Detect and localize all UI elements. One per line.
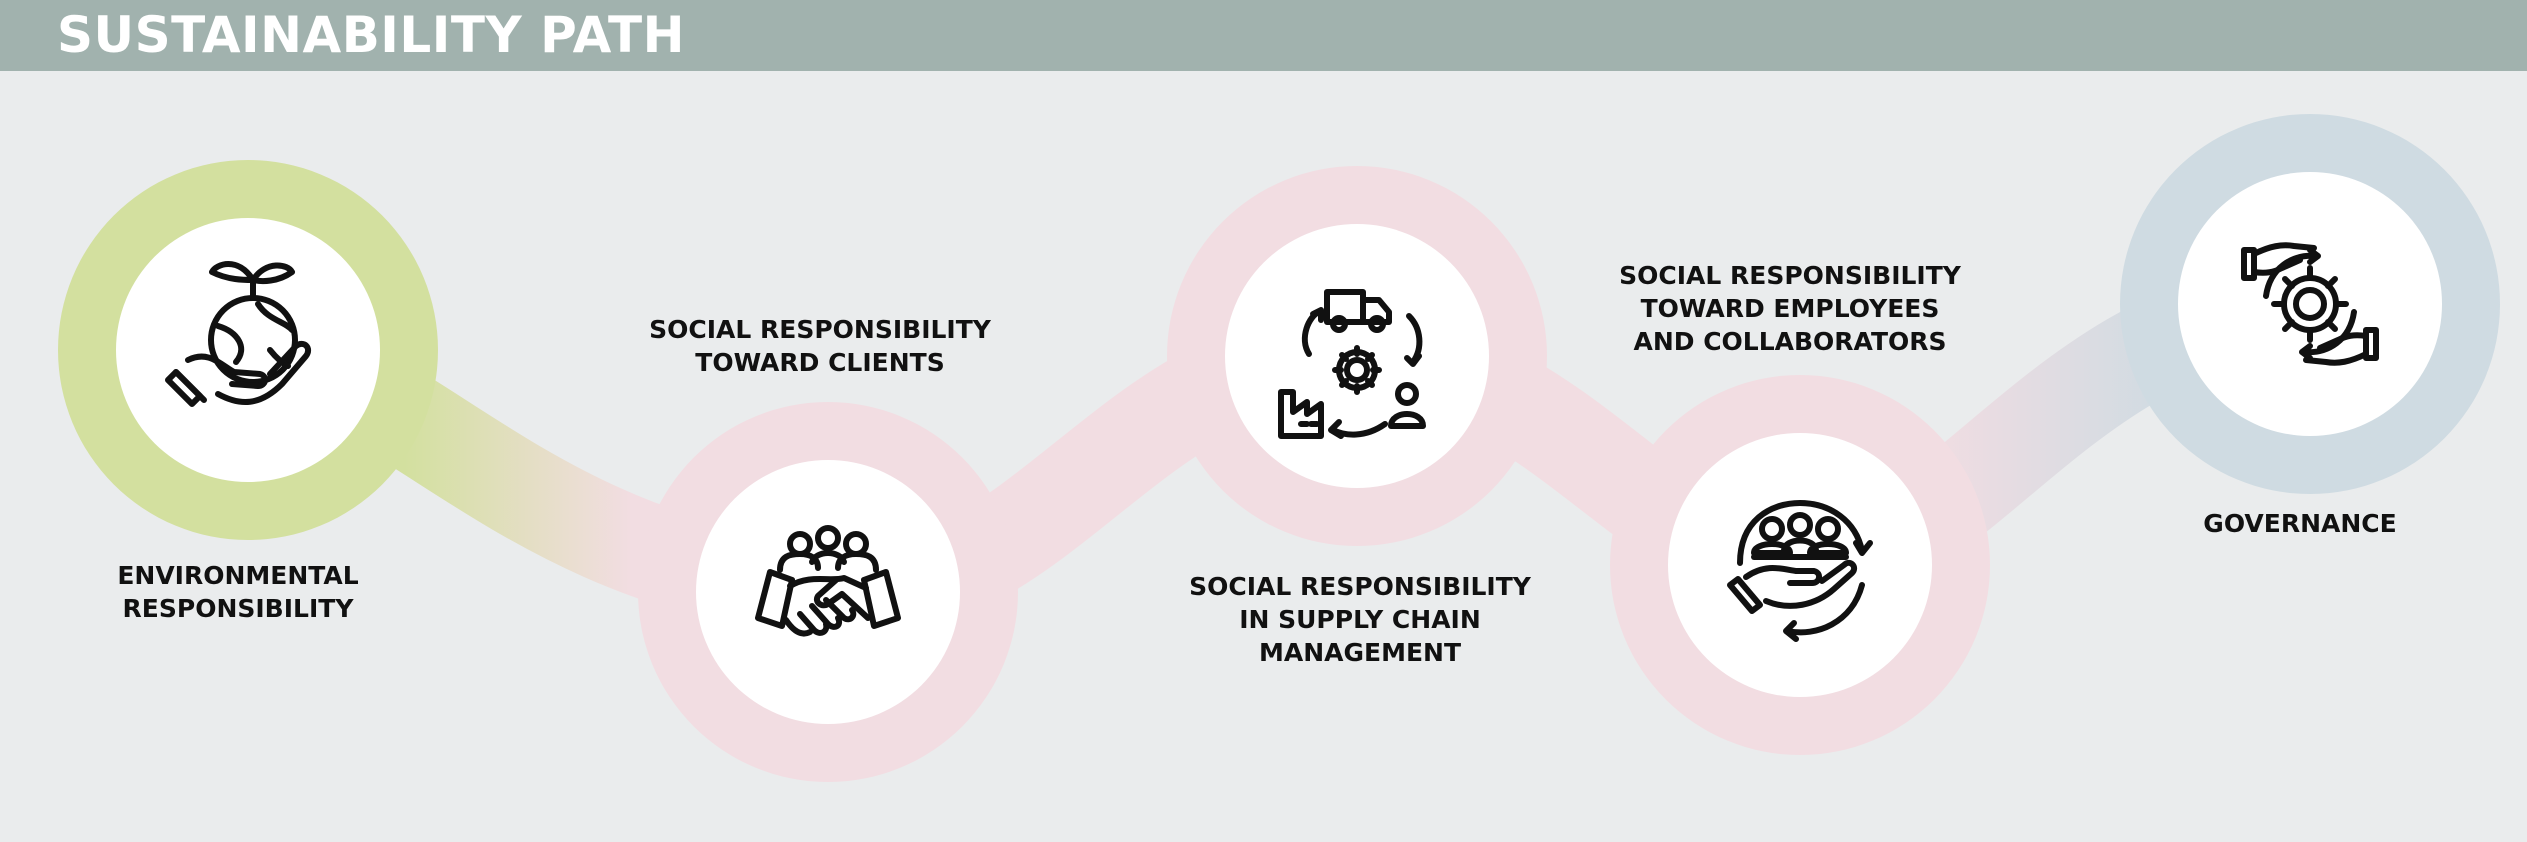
gear-hands-icon	[2241, 242, 2379, 366]
plant-earth-hand-icon	[165, 261, 312, 407]
page-title: SUSTAINABILITY PATH	[57, 6, 685, 64]
stage-disc-employees	[1668, 433, 1932, 697]
stage-label-environmental: ENVIRONMENTAL RESPONSIBILITY	[117, 561, 359, 623]
stage-disc-clients	[696, 460, 960, 724]
stage-disc-environmental	[116, 218, 380, 482]
stage-label-employees: SOCIAL RESPONSIBILITY TOWARD EMPLOYEES A…	[1619, 261, 1961, 356]
stage-disc-governance	[2178, 172, 2442, 436]
header-bar: SUSTAINABILITY PATH	[0, 0, 2527, 71]
people-hand-cycle-icon	[1727, 500, 1873, 642]
handshake-people-icon	[755, 525, 901, 637]
stage-label-supply-chain: SOCIAL RESPONSIBILITY IN SUPPLY CHAIN MA…	[1189, 572, 1531, 667]
stage-label-clients: SOCIAL RESPONSIBILITY TOWARD CLIENTS	[649, 315, 991, 377]
supply-chain-cycle-icon	[1278, 289, 1426, 439]
stage-label-governance: GOVERNANCE	[2203, 509, 2397, 538]
